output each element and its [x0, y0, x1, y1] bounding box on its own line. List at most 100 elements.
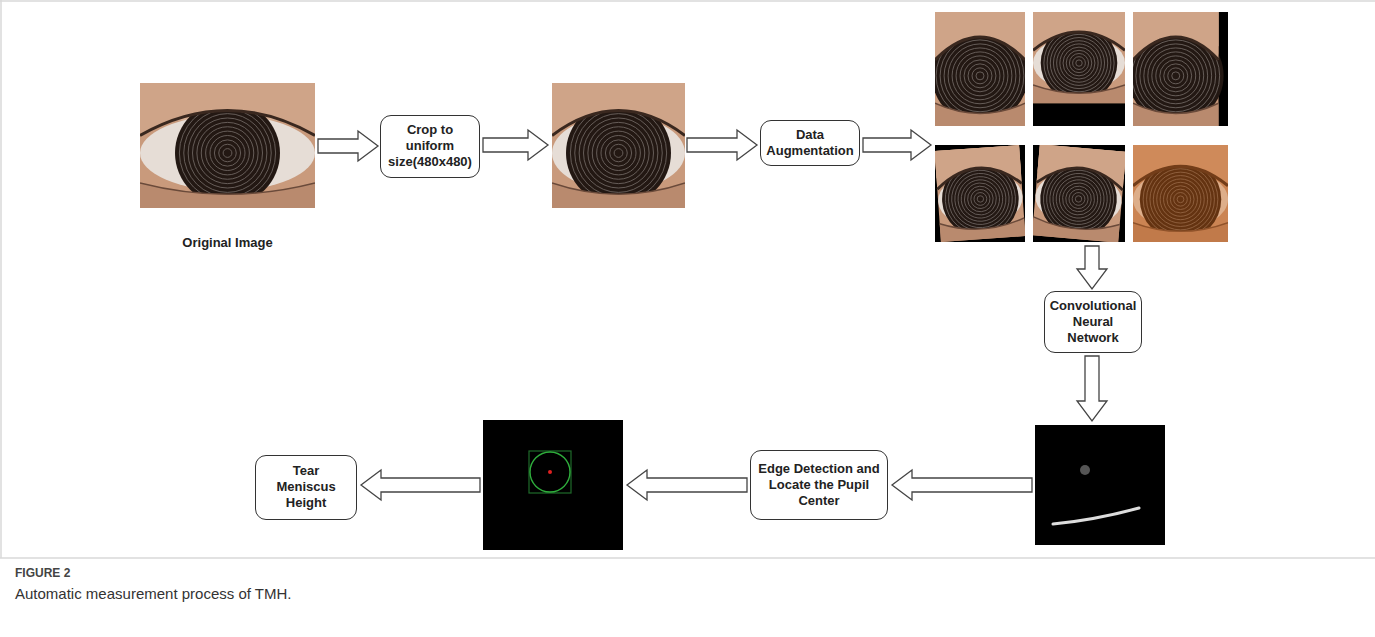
lash-line	[140, 111, 315, 136]
placido-ring	[1066, 50, 1092, 76]
placido-ring	[970, 189, 990, 209]
eye-photo	[1033, 145, 1125, 242]
box-text: Edge Detection and Locate the Pupil Cent…	[758, 461, 880, 509]
placido-ring	[964, 60, 996, 92]
placido-ring	[610, 144, 628, 162]
box-text: Tear Meniscus Height	[263, 463, 349, 511]
placido-ring	[223, 149, 232, 158]
placido-ring	[1075, 195, 1082, 202]
lower-lid	[935, 103, 1025, 126]
eye-content	[1133, 12, 1224, 126]
edge-image	[483, 420, 623, 550]
photo-ground	[1033, 12, 1125, 126]
eye-content	[1133, 145, 1228, 242]
placido-ring	[193, 118, 263, 188]
flow-arrow	[1077, 356, 1107, 421]
placido-ring	[1073, 57, 1086, 70]
placido-ring	[584, 118, 654, 188]
skin	[1033, 145, 1125, 242]
placido-ring	[597, 131, 641, 175]
placido-ring	[1051, 171, 1106, 226]
placido-ring	[950, 168, 1011, 229]
color-tint	[1133, 145, 1228, 242]
placido-ring	[968, 64, 992, 88]
placido-ring	[179, 105, 275, 201]
lower-lash	[1033, 85, 1125, 93]
photo-frame: Original Image	[140, 83, 315, 208]
lower-lid	[552, 183, 685, 208]
lower-lash	[1133, 103, 1219, 113]
pupil-center	[548, 470, 552, 474]
lower-lid	[1133, 103, 1219, 126]
placido-ring	[974, 192, 988, 206]
lash-line	[552, 111, 685, 136]
skin	[140, 83, 315, 208]
placido-ring	[197, 122, 258, 183]
pupil-circle	[530, 452, 570, 492]
skin	[1133, 145, 1228, 242]
placido-ring	[1140, 40, 1212, 112]
upper-lid	[552, 83, 685, 136]
figure-caption: Automatic measurement process of TMH.	[15, 585, 292, 602]
flow-arrow	[892, 470, 1032, 500]
placido-ring	[1050, 34, 1107, 91]
lower-lash	[935, 103, 1025, 113]
placido-ring	[601, 136, 636, 171]
box-text: Crop to uniform size(480x480)	[388, 122, 472, 170]
placido-ring	[184, 109, 272, 197]
placido-ring	[1072, 192, 1086, 206]
placido-ring	[956, 52, 1004, 100]
process-box: Convolutional Neural Network	[1044, 291, 1142, 353]
placido-ring	[1054, 175, 1102, 223]
placido-ring	[960, 56, 1000, 96]
photo-ground	[935, 145, 1025, 242]
placido-ring	[944, 40, 1016, 112]
placido-ring	[588, 122, 649, 183]
lower-lash	[140, 183, 315, 194]
frame-line	[0, 557, 1375, 559]
placido-ring	[960, 179, 1001, 220]
photo-ground	[552, 83, 685, 208]
placido-ring	[1060, 44, 1098, 82]
frame-line	[0, 0, 1375, 2]
placido-ring	[1047, 31, 1111, 95]
placido-ring	[575, 109, 663, 197]
process-box: Crop to uniform size(480x480)	[380, 115, 480, 178]
box-text: Convolutional Neural Network	[1050, 298, 1137, 346]
placido-ring	[1172, 72, 1180, 80]
placido-ring	[592, 127, 645, 180]
eye-photo	[552, 83, 685, 208]
placido-ring	[1144, 44, 1208, 108]
lower-lash	[552, 183, 685, 194]
placido-ring	[1160, 60, 1192, 92]
flow-arrow	[361, 470, 480, 500]
photo-ground	[140, 83, 315, 208]
eye-photo	[935, 12, 1025, 126]
meniscus-mask	[1053, 508, 1139, 524]
eye-content	[935, 145, 1025, 242]
placido-ring	[579, 114, 658, 193]
eye-photo	[935, 145, 1025, 242]
placido-ring	[952, 48, 1008, 104]
lower-lid	[140, 183, 315, 208]
process-box: Edge Detection and Locate the Pupil Cent…	[750, 450, 888, 520]
eye-content	[1033, 12, 1125, 103]
lower-lash	[1033, 217, 1120, 233]
frame-line	[0, 0, 2, 558]
upper-lid	[1037, 145, 1125, 190]
skin	[552, 83, 685, 208]
flow-arrow	[483, 130, 548, 160]
lash-line	[935, 37, 1025, 60]
placido-ring	[1068, 189, 1089, 210]
flow-arrow	[318, 131, 378, 161]
eye-photo	[1133, 12, 1228, 126]
placido-ring	[957, 175, 1005, 223]
placido-ring	[1148, 48, 1204, 104]
skin	[1033, 12, 1125, 103]
eye-photo	[1133, 145, 1228, 242]
figure-number: FIGURE 2	[15, 566, 70, 580]
placido-ring	[963, 182, 997, 216]
lower-lid	[940, 218, 1025, 242]
placido-ring	[1168, 68, 1184, 84]
